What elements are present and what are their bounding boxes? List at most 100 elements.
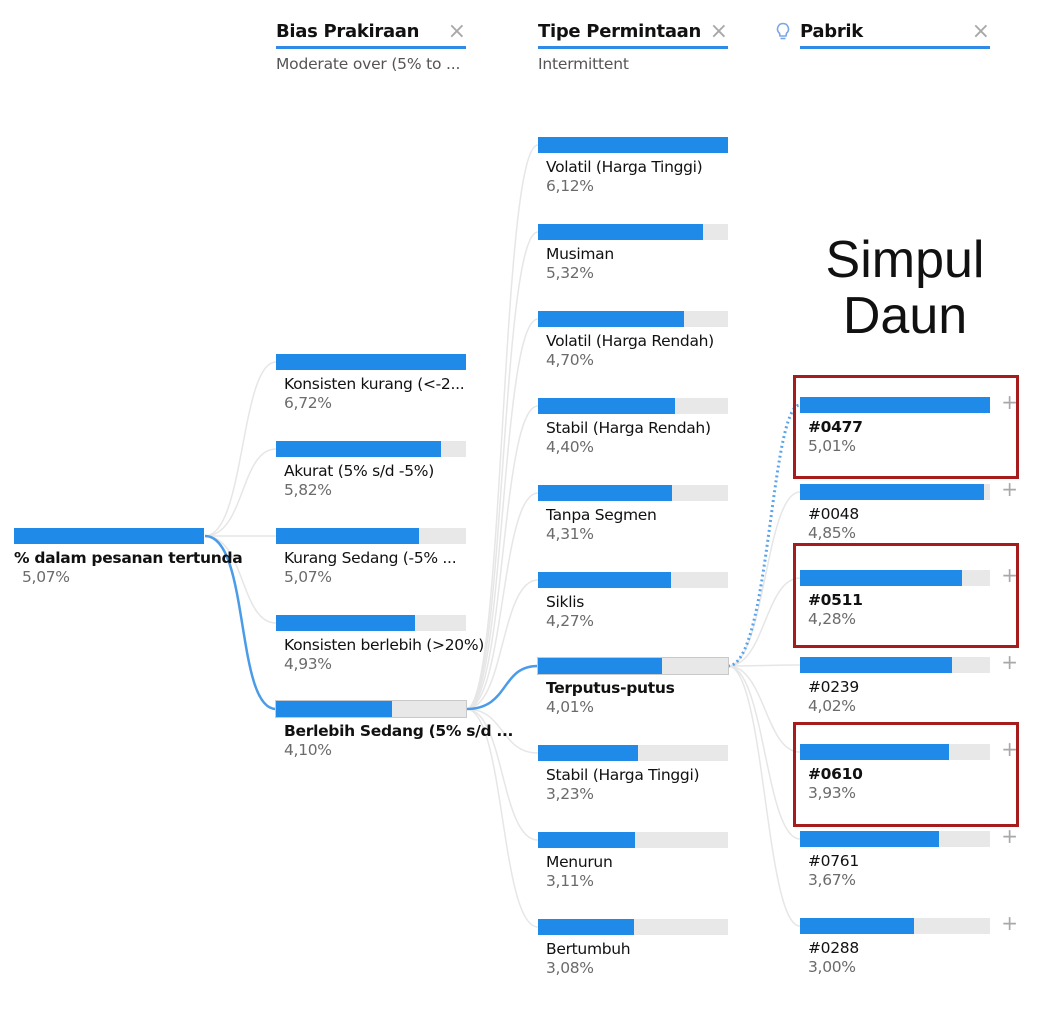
expand-plus-icon[interactable]: + [1001,737,1018,761]
node-label: Stabil (Harga Rendah) [546,419,711,437]
level1-node[interactable]: Kurang Sedang (-5% ...5,07% [276,528,466,587]
expand-plus-icon[interactable]: + [1001,911,1018,935]
level2-node[interactable]: Stabil (Harga Rendah)4,40% [538,398,728,457]
node-value: 4,85% [808,524,856,542]
node-value: 3,00% [808,958,856,976]
bar-track [538,919,728,935]
bar-fill [538,137,728,153]
bar-fill [538,572,671,588]
lightbulb-icon[interactable] [776,22,790,42]
annotation-line-2: Daun [842,287,968,345]
header-subtitle: Moderate over (5% to ... [276,55,461,73]
node-label: #0761 [808,852,859,870]
expand-plus-icon[interactable]: + [1001,824,1018,848]
expand-plus-icon[interactable]: + [1001,390,1018,414]
expand-plus-icon[interactable]: + [1001,563,1018,587]
header-title: Bias Prakiraan [276,21,420,42]
node-label: Konsisten berlebih (>20%) [284,636,485,654]
bar-fill [276,701,392,717]
level2-node[interactable]: Volatil (Harga Rendah)4,70% [538,311,728,370]
bar-fill [538,919,634,935]
header-subtitle: Intermittent [538,55,629,73]
bar-fill [538,311,684,327]
bar-fill [800,570,963,586]
close-icon[interactable]: × [447,19,466,44]
root-node[interactable]: % dalam pesanan tertunda 5,07% [14,528,243,587]
node-label: #0477 [808,418,863,436]
node-value: 4,31% [546,525,594,543]
node-value: 4,01% [546,698,594,716]
bar-track [538,832,728,848]
bar-fill [538,658,663,674]
level1-node[interactable]: Konsisten berlebih (>20%)4,93% [276,615,485,674]
bar-fill [800,484,984,500]
node-label: Menurun [546,853,613,871]
highlight-box-0511 [793,543,1019,648]
node-label: Konsisten kurang (<-2... [284,375,465,393]
highlight-box-0477 [793,375,1019,479]
node-value: 5,07% [284,568,332,586]
bar-track: + [800,913,1018,934]
node-label: #0048 [808,505,859,523]
bar-track [538,745,728,761]
level1-node[interactable]: Konsisten kurang (<-2...6,72% [276,354,466,413]
node-value: 3,67% [808,871,856,889]
bar-track: + [800,826,1018,847]
close-icon[interactable]: × [971,19,990,44]
bar-track [538,485,728,501]
close-icon[interactable]: × [709,19,728,44]
node-value: 5,32% [546,264,594,282]
node-label: #0610 [808,765,863,783]
node-label: Volatil (Harga Rendah) [546,332,714,350]
bar-fill [276,528,420,544]
bar-fill [800,397,990,413]
node-label: Siklis [546,593,585,611]
level2-node[interactable]: Volatil (Harga Tinggi)6,12% [538,137,728,196]
node-label: Tanpa Segmen [546,506,657,524]
level2-node[interactable]: Stabil (Harga Tinggi)3,23% [538,745,728,804]
node-value: 4,28% [808,610,856,628]
bar-fill [800,657,953,673]
bar-fill [538,832,635,848]
node-value: 3,11% [546,872,594,890]
header-bias-prakiraan: Bias Prakiraan × Moderate over (5% to ..… [276,20,466,73]
expand-plus-icon[interactable]: + [1001,650,1018,674]
node-value: 5,07% [22,568,70,586]
bar-fill [800,918,914,934]
bar-fill [276,615,416,631]
node-label: #0288 [808,939,859,957]
level1-node[interactable]: Akurat (5% s/d -5%)5,82% [276,441,466,500]
node-value: 5,01% [808,437,856,455]
bar-track: + [800,392,1018,413]
bar-track [538,398,728,414]
bar-track: + [800,652,1018,673]
node-value: 4,27% [546,612,594,630]
bar-track [537,657,729,675]
bar-track [538,311,728,327]
bar-fill [800,831,940,847]
bar-track: + [800,739,1018,760]
node-value: 3,08% [546,959,594,977]
level1-node[interactable]: Berlebih Sedang (5% s/d ...4,10% [275,700,513,760]
bar-track: + [800,565,1018,586]
node-value: 6,72% [284,394,332,412]
node-value: 4,40% [546,438,594,456]
expand-plus-icon[interactable]: + [1001,477,1018,501]
header-pabrik: Pabrik × [800,20,990,49]
node-label: Kurang Sedang (-5% ... [284,549,457,567]
bar-fill [538,745,639,761]
node-label: % dalam pesanan tertunda [14,549,243,567]
